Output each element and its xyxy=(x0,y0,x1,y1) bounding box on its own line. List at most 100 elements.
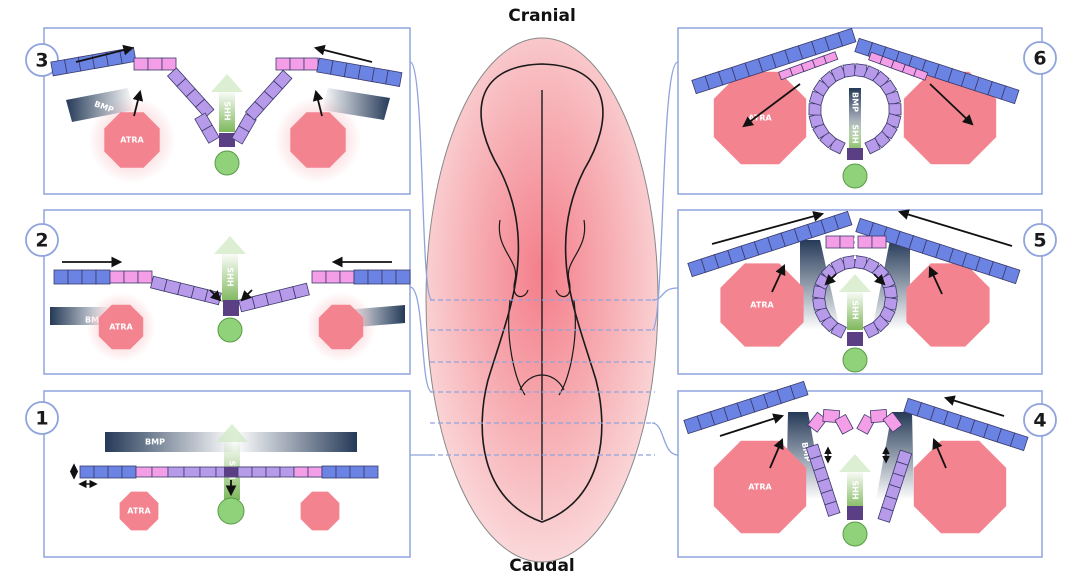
cell xyxy=(51,60,67,76)
notochord xyxy=(843,348,867,372)
cell xyxy=(344,63,360,79)
cell xyxy=(134,58,148,70)
cell xyxy=(809,104,821,115)
medial-hinge xyxy=(224,467,238,477)
cell xyxy=(252,467,266,477)
bmp-label: BMP xyxy=(145,438,165,447)
stage-number: 6 xyxy=(1033,48,1046,70)
medial-hinge xyxy=(847,332,863,346)
stage-number: 3 xyxy=(35,50,48,72)
cell xyxy=(358,65,374,81)
stage-panel-3: 3ATRABMPSHH xyxy=(26,28,410,194)
cell xyxy=(294,467,308,477)
notochord xyxy=(218,498,244,524)
notochord xyxy=(215,151,239,175)
notochord xyxy=(218,318,242,342)
cell xyxy=(94,466,108,478)
cell xyxy=(110,271,124,283)
shh-label: SHH xyxy=(223,101,232,120)
stage-panel-2: 2BMPATRASHH xyxy=(26,210,410,374)
medial-hinge xyxy=(223,300,239,316)
cell xyxy=(872,236,886,248)
stage-panel-4: 4BMPATRASHH xyxy=(678,381,1056,557)
border-right xyxy=(294,467,322,477)
cell xyxy=(108,466,122,478)
border-left xyxy=(826,236,854,248)
shh-label: SHH xyxy=(226,267,235,286)
cell xyxy=(200,467,216,477)
stage-number: 5 xyxy=(1033,230,1046,252)
cell xyxy=(168,467,184,477)
cell xyxy=(138,271,152,283)
cell xyxy=(65,57,81,73)
atra-source xyxy=(319,305,363,349)
cell xyxy=(184,467,200,477)
atra-label: ATRA xyxy=(120,136,144,145)
bmp-label: BMP xyxy=(851,92,860,112)
cell xyxy=(68,270,82,284)
cell xyxy=(340,271,354,283)
border-right xyxy=(276,58,318,70)
cell xyxy=(317,58,333,74)
border-left xyxy=(110,271,152,283)
notochord xyxy=(843,164,867,188)
cell xyxy=(368,270,382,284)
cell xyxy=(280,467,294,477)
cell xyxy=(840,236,854,248)
cell xyxy=(54,270,68,284)
cell xyxy=(889,104,901,115)
medial-hinge xyxy=(219,133,235,147)
cell xyxy=(826,236,840,248)
cell xyxy=(148,58,162,70)
cell xyxy=(364,466,378,478)
cell xyxy=(162,58,176,70)
cell xyxy=(396,270,410,284)
notochord xyxy=(843,522,867,546)
cell xyxy=(331,61,347,77)
cell xyxy=(122,466,136,478)
stage-panel-6: 6ATRABMPSHH xyxy=(678,28,1056,194)
bmp-gradient-right xyxy=(235,432,357,452)
medial-hinge xyxy=(847,506,863,520)
cell xyxy=(290,58,304,70)
cell xyxy=(386,70,402,86)
cell xyxy=(124,271,138,283)
epidermis-left xyxy=(54,270,110,284)
medial-hinge xyxy=(847,148,863,160)
cell xyxy=(276,58,290,70)
atra-label: ATRA xyxy=(750,301,774,310)
cell xyxy=(372,68,388,84)
atra-source xyxy=(906,263,989,346)
epidermis-right xyxy=(322,466,378,478)
cell xyxy=(152,467,168,477)
cell xyxy=(304,58,318,70)
cell xyxy=(858,236,872,248)
shh-label: SHH xyxy=(851,124,860,143)
cell xyxy=(382,270,396,284)
cell xyxy=(322,466,336,478)
atra-source xyxy=(290,112,345,167)
atra-label: ATRA xyxy=(109,323,133,332)
stage-number: 2 xyxy=(35,230,48,252)
border-right xyxy=(858,236,886,248)
cell xyxy=(80,466,94,478)
border-left xyxy=(136,467,168,477)
cell xyxy=(82,270,96,284)
cell xyxy=(238,467,252,477)
atra-source xyxy=(914,441,1006,533)
stage-number: 1 xyxy=(35,408,48,430)
atra-label: ATRA xyxy=(127,507,151,516)
atra-label: ATRA xyxy=(748,483,772,492)
border-left xyxy=(134,58,176,70)
epidermis-left xyxy=(80,466,136,478)
cell xyxy=(308,467,322,477)
cell xyxy=(312,271,326,283)
epidermis-right xyxy=(354,270,410,284)
bmp-gradient-left xyxy=(105,432,235,452)
shh-label: SHH xyxy=(851,480,860,499)
cell xyxy=(266,467,280,477)
cell xyxy=(136,467,152,477)
